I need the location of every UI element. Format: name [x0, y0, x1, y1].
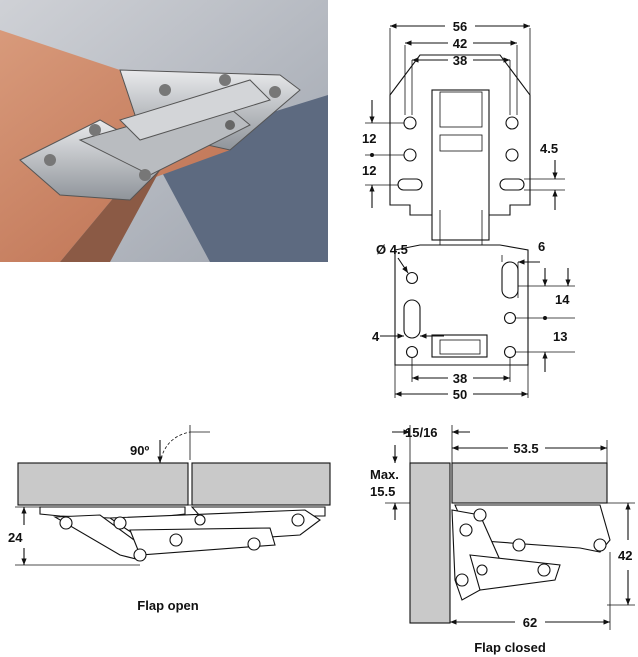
dim-closed-length: 62 — [523, 615, 537, 630]
caption-flap-closed: Flap closed — [474, 640, 546, 655]
dim-base-outer: 50 — [453, 387, 467, 402]
dim-base-inner: 38 — [453, 371, 467, 386]
dim-hole-diameter: Ø 4.5 — [376, 242, 408, 257]
flap-open-view: 90º 24 Flap open — [8, 425, 331, 613]
dim-open-height: 24 — [8, 530, 23, 545]
flap-closed-view: 15/16 53.5 Max. 15.5 42 62 Flap closed — [370, 425, 635, 655]
dim-width-mid: 42 — [453, 36, 467, 51]
dim-closed-height: 42 — [618, 548, 632, 563]
dim-pitch-a: 12 — [362, 131, 376, 146]
dim-slot-width: 6 — [538, 239, 545, 254]
caption-flap-open: Flap open — [137, 598, 198, 613]
dim-pitch-b: 12 — [362, 163, 376, 178]
plan-view: 56 42 38 12 12 4.5 Ø 4.5 6 14 — [362, 19, 575, 402]
dim-edge-4: 4 — [372, 329, 380, 344]
dim-offset-13: 13 — [553, 329, 567, 344]
dim-offset-14: 14 — [555, 292, 570, 307]
hinge-photo — [0, 0, 328, 262]
dim-closed-gap: 15/16 — [405, 425, 438, 440]
dim-closed-max-value: 15.5 — [370, 484, 395, 499]
dim-closed-max-label: Max. — [370, 467, 399, 482]
dim-slot-top: 4.5 — [540, 141, 558, 156]
dim-width-outer: 56 — [453, 19, 467, 34]
dim-closed-depth: 53.5 — [513, 441, 538, 456]
dim-open-angle: 90º — [130, 443, 149, 458]
dim-width-inner: 38 — [453, 53, 467, 68]
